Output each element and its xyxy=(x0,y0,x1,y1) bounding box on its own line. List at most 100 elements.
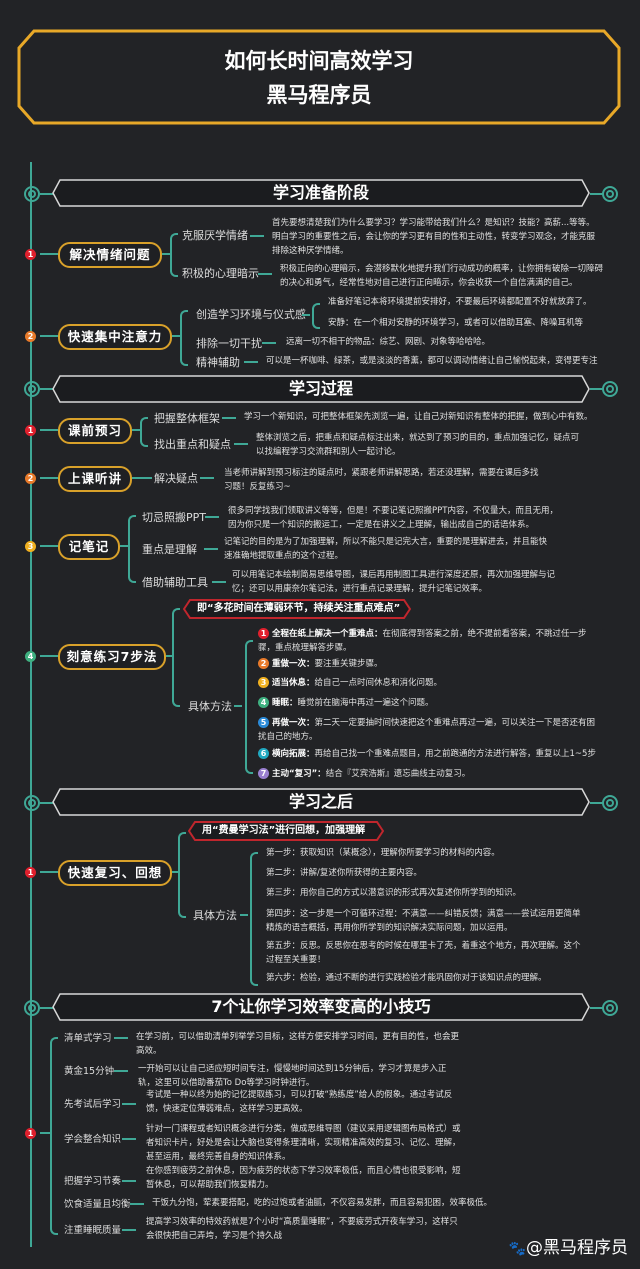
branch-label[interactable]: 精神辅助 xyxy=(196,356,240,369)
branch-label[interactable]: 积极的心理暗示 xyxy=(182,267,259,280)
highlight-tag: 即“多花时间在薄弱环节，持续关注重点难点” xyxy=(183,599,411,619)
connector xyxy=(122,1180,136,1182)
brace xyxy=(312,303,320,329)
connector xyxy=(114,1070,128,1072)
branch-text: 学习一个新知识，可把整体框架先浏览一遍，让自己对新知识有整体的把握，做到心中有数… xyxy=(244,412,593,422)
node-solve-emotion[interactable]: 解决情绪问题 xyxy=(58,242,162,268)
connector xyxy=(212,581,226,583)
connector xyxy=(122,1229,136,1231)
connector xyxy=(172,335,180,337)
branch-label[interactable]: 创造学习环境与仪式感 xyxy=(196,308,306,321)
branch-text: 安静：在一个相对安静的环境学习，或者可以借助耳塞、降噪耳机等 xyxy=(328,318,584,328)
tip-label[interactable]: 把握学习节奏 xyxy=(64,1176,122,1187)
section-banner-after: 学习之后 xyxy=(52,788,590,816)
branch-text: 远离一切不相干的物品：综艺、网剧、对象等哈哈哈。 xyxy=(286,337,491,347)
brace xyxy=(140,417,148,447)
feynman-step: 第二步：讲解/复述你所获得的主要内容。 xyxy=(266,868,422,878)
branch-label[interactable]: 重点是理解 xyxy=(142,543,197,556)
feynman-step: 第六步：检验，通过不断的进行实践检验才能巩固你对于该知识点的理解。 xyxy=(266,973,547,983)
double-ring-node-icon xyxy=(24,795,40,811)
feynman-step: 第五步：反思。反思你在思考的时候在哪里卡了壳，着重这个地方，再次理解。这个过程至… xyxy=(266,941,581,965)
branch-text: 记笔记的目的是为了加强理解，所以不能只是记完大言，重要的是理解进去，并且能快速准… xyxy=(224,537,548,561)
tip-text: 一开始可以让自己适应短时间专注，慢慢地时间达到15分钟后，学习才算是步入正轨，这… xyxy=(138,1064,447,1088)
double-ring-node-icon xyxy=(24,381,40,397)
tip-label[interactable]: 注重睡眠质量 xyxy=(64,1225,122,1236)
branch-label[interactable]: 克服厌学情绪 xyxy=(182,229,248,242)
branch-text: 整体浏览之后，把重点和疑点标注出来，就达到了预习的目的，重点加强记忆，疑点可以找… xyxy=(256,433,580,457)
tip-text: 针对一门课程或者知识概念进行分类，做成思维导图（建议采用逻辑图布局格式）或者知识… xyxy=(146,1124,461,1162)
brace xyxy=(128,515,136,583)
node-quick-review[interactable]: 快速复习、回想 xyxy=(58,860,172,886)
method-label[interactable]: 具体方法 xyxy=(188,700,232,713)
connector xyxy=(40,1132,50,1134)
banner-frame-icon xyxy=(52,179,590,207)
octagon-frame-icon xyxy=(17,29,621,125)
connector xyxy=(302,314,310,316)
branch-label[interactable]: 解决疑点 xyxy=(154,472,198,485)
number-badge: 2 xyxy=(25,331,36,342)
feynman-step: 第三步：用你自己的方式以潜意识的形式再次复述你所学到的知识。 xyxy=(266,888,522,898)
connector xyxy=(40,802,54,804)
section-title: 学习准备阶段 xyxy=(272,183,369,202)
connector xyxy=(204,548,218,550)
connector xyxy=(590,193,604,195)
tip-text: 考试是一种以终为始的记忆提取练习，可以打破“熟练度”给人的假象。通过考试反馈，快… xyxy=(146,1090,453,1114)
double-ring-node-icon xyxy=(602,186,618,202)
title-banner: 如何长时间高效学习 黑马程序员 xyxy=(16,28,622,126)
double-ring-node-icon xyxy=(602,795,618,811)
branch-text: 准备好笔记本将环境提前安排好，不要最后环境都配置不好就放弃了。 xyxy=(328,297,592,307)
branch-label[interactable]: 把握整体框架 xyxy=(154,412,220,425)
connector xyxy=(130,1203,144,1205)
connector xyxy=(114,1037,128,1039)
highlight-tag: 用“费曼学习法”进行回想，加强理解 xyxy=(188,821,384,841)
number-badge: 2 xyxy=(25,473,36,484)
connector xyxy=(40,477,58,479)
node-preview[interactable]: 课前预习 xyxy=(58,418,132,444)
node-deliberate-practice[interactable]: 刻意练习7步法 xyxy=(58,644,166,670)
brace xyxy=(180,310,188,366)
connector xyxy=(172,871,178,873)
number-badge: 1 xyxy=(25,867,36,878)
tip-label[interactable]: 饮食适量且均衡 xyxy=(64,1199,131,1210)
connector xyxy=(40,545,58,547)
tip-text: 干饭九分饱，荤素要搭配，吃的过饱或者油腻，不仅容易发胖，而且容易犯困，效率极低。 xyxy=(152,1198,493,1208)
banner-frame-icon xyxy=(52,788,590,816)
branch-label[interactable]: 切忌照搬PPT xyxy=(142,511,206,524)
section-title: 学习过程 xyxy=(288,379,353,398)
tip-label[interactable]: 清单式学习 xyxy=(64,1033,112,1044)
branch-text: 可以用笔记本绘制简易思维导图，课后再用制图工具进行深度还原，再次加强理解与记忆；… xyxy=(232,570,556,594)
tag-frame-icon xyxy=(188,821,384,841)
connector xyxy=(200,477,214,479)
brace xyxy=(250,852,258,986)
section-title: 学习之后 xyxy=(288,792,353,811)
tip-label[interactable]: 黄金15分钟 xyxy=(64,1066,115,1077)
node-focus[interactable]: 快速集中注意力 xyxy=(58,324,172,350)
branch-text: 当老师讲解到预习标注的疑点时，紧跟老师讲解思路，若还没理解，需要在课后多找习题！… xyxy=(224,468,539,492)
banner-frame-icon xyxy=(52,993,590,1021)
tag-text: 即“多花时间在薄弱环节，持续关注重点难点” xyxy=(197,603,401,614)
tip-text: 提高学习效率的特效药就是7个小时“高质量睡眠”，不要疲劳式开夜车学习，这样只会很… xyxy=(146,1217,458,1241)
branch-label[interactable]: 找出重点和疑点 xyxy=(154,438,231,451)
connector xyxy=(590,1007,604,1009)
tip-label[interactable]: 学会整合知识 xyxy=(64,1134,122,1145)
connector xyxy=(120,545,128,547)
connector xyxy=(122,1103,136,1105)
node-notes[interactable]: 记笔记 xyxy=(58,534,120,560)
tip-text: 在你感到疲劳之前休息，因为疲劳的状态下学习效率极低，而且心情也很受影响，短暂休息… xyxy=(146,1166,461,1190)
brace xyxy=(170,233,178,277)
node-lecture[interactable]: 上课听讲 xyxy=(58,466,132,492)
branch-label[interactable]: 排除一切干扰 xyxy=(196,337,262,350)
method-label[interactable]: 具体方法 xyxy=(193,909,237,922)
connector xyxy=(40,335,58,337)
branch-label[interactable]: 借助辅助工具 xyxy=(142,576,208,589)
tip-label[interactable]: 先考试后学习 xyxy=(64,1099,122,1110)
connector xyxy=(258,273,272,275)
connector xyxy=(590,802,604,804)
double-ring-node-icon xyxy=(602,1000,618,1016)
connector xyxy=(250,235,264,237)
